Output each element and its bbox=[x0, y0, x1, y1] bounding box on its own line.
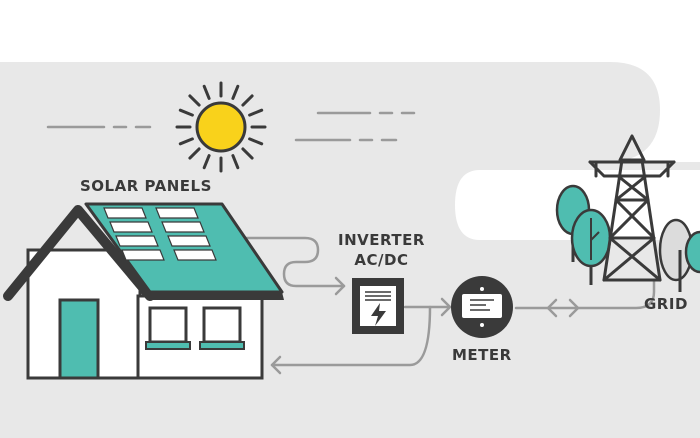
sun-ray bbox=[248, 108, 264, 117]
grid-label: GRID bbox=[644, 295, 688, 313]
sun-ray bbox=[231, 84, 240, 100]
inverter-label: INVERTER AC/DC bbox=[338, 230, 425, 270]
sun-ray bbox=[178, 137, 194, 146]
transmission-tower-icon bbox=[588, 134, 676, 282]
tree-icon-right bbox=[658, 218, 700, 292]
sun-ray bbox=[178, 108, 194, 117]
inverter-label-line2: AC/DC bbox=[354, 251, 409, 269]
sun-ray bbox=[188, 147, 201, 160]
decorative-lines bbox=[46, 111, 416, 142]
house-window-left bbox=[145, 306, 191, 350]
sun-ray bbox=[202, 84, 211, 100]
connection-lines bbox=[234, 236, 656, 375]
house-door bbox=[58, 298, 100, 380]
inverter-label-line1: INVERTER bbox=[338, 231, 425, 249]
solar-panel-icon bbox=[103, 207, 217, 261]
sun-ray bbox=[248, 137, 264, 146]
meter-label: METER bbox=[452, 346, 512, 364]
house-window-right bbox=[199, 306, 245, 350]
sun-ray bbox=[202, 154, 211, 170]
house-icon bbox=[3, 202, 284, 380]
sun-icon bbox=[175, 81, 267, 173]
inverter-icon bbox=[352, 278, 404, 334]
sun-ray bbox=[188, 94, 201, 107]
tree-icon bbox=[555, 184, 612, 285]
sun-ray bbox=[241, 94, 254, 107]
solar-panels-label: SOLAR PANELS bbox=[80, 177, 212, 195]
sun-ray bbox=[241, 147, 254, 160]
sun-ray bbox=[231, 154, 240, 170]
meter-icon bbox=[451, 276, 513, 338]
